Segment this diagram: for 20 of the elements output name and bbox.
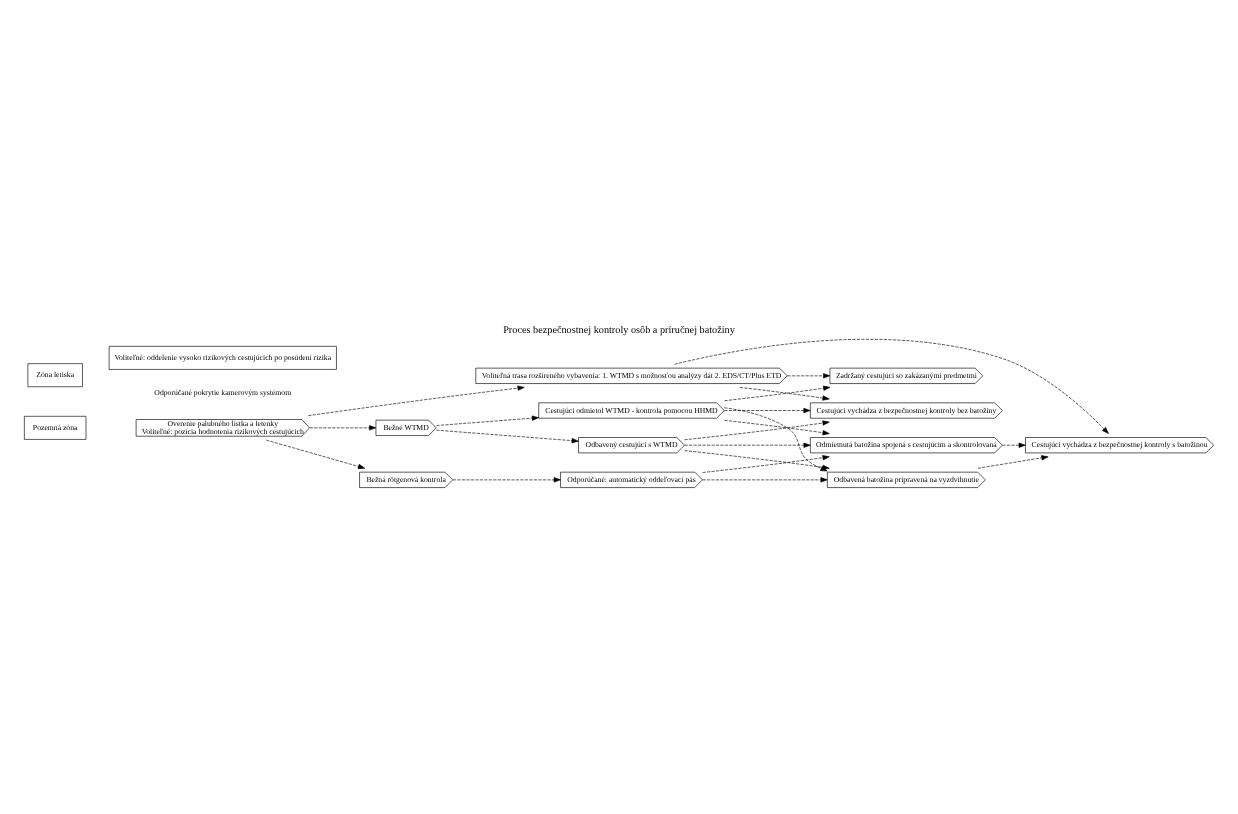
arrow xyxy=(702,455,830,473)
arrow xyxy=(1002,442,1026,448)
arrow xyxy=(436,415,539,426)
arrow xyxy=(724,407,828,472)
arrow xyxy=(787,373,831,379)
arrow xyxy=(977,455,1049,469)
arrow xyxy=(266,439,366,469)
arrow xyxy=(702,477,828,483)
arrow xyxy=(436,429,579,444)
arrow xyxy=(724,420,830,436)
arrow xyxy=(308,385,525,416)
arrow xyxy=(684,450,830,470)
arrow xyxy=(684,420,830,441)
arrow xyxy=(724,407,811,414)
arrow xyxy=(674,339,1109,434)
arrow xyxy=(739,387,830,401)
arrow xyxy=(684,442,811,448)
arrow xyxy=(309,425,377,431)
arrow xyxy=(724,385,831,402)
arrow xyxy=(452,477,561,483)
